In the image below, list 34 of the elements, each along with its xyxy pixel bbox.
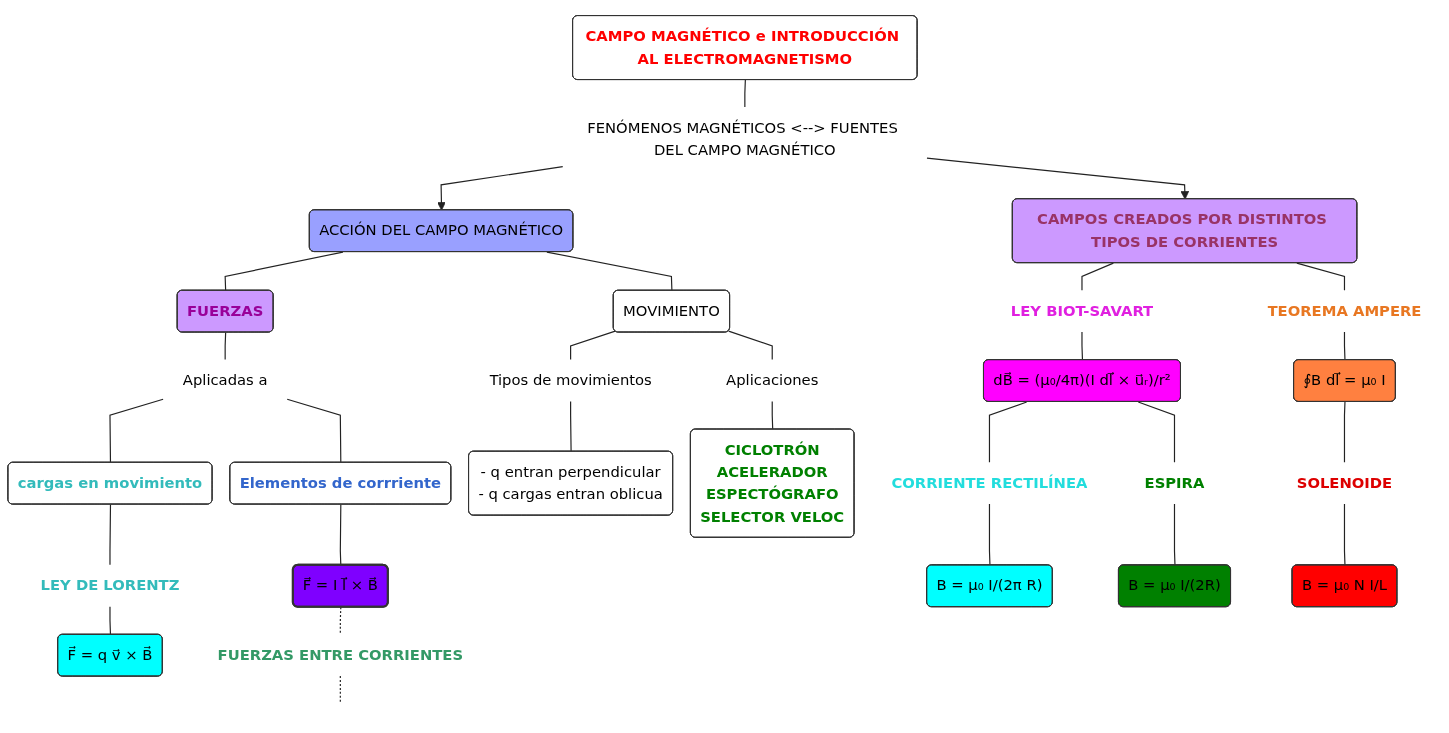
connector [1296, 262, 1346, 291]
node-text: FENÓMENOS MAGNÉTICOS <--> FUENTES DEL CAMPO MAGNÉTICO [587, 118, 898, 159]
node-text: Aplicaciones [726, 371, 819, 390]
arrow [926, 157, 1190, 200]
node-text: Aplicadas a [182, 371, 268, 390]
connector [1081, 262, 1114, 291]
connector [339, 675, 341, 705]
node-text: SOLENOIDE [1296, 474, 1393, 492]
node-text: LEY BIOT-SAVART [1010, 302, 1154, 320]
connector [109, 606, 112, 636]
node-text: ESPIRA [1144, 474, 1205, 492]
connector [988, 503, 991, 566]
connector [224, 331, 227, 361]
connector [339, 503, 342, 566]
connector [744, 79, 746, 108]
connector [1343, 331, 1346, 361]
connector [570, 400, 572, 453]
node-text: TEOREMA AMPERE [1267, 302, 1422, 320]
connector [771, 400, 774, 431]
connector [1081, 331, 1084, 361]
connector [570, 330, 616, 361]
connector [728, 330, 773, 361]
node-text: CORRIENTE RECTILÍNEA [891, 474, 1088, 492]
connector [224, 251, 344, 292]
arrow [437, 165, 564, 211]
connector [1343, 401, 1346, 463]
node-text: FUERZAS ENTRE CORRIENTES [217, 646, 464, 664]
connector [1173, 503, 1176, 566]
connector [109, 503, 112, 566]
connector [546, 251, 673, 292]
node-text: Tipos de movimientos [489, 371, 652, 390]
node-text: LEY DE LORENTZ [40, 576, 180, 595]
connector [339, 606, 342, 635]
connector [1343, 503, 1346, 566]
